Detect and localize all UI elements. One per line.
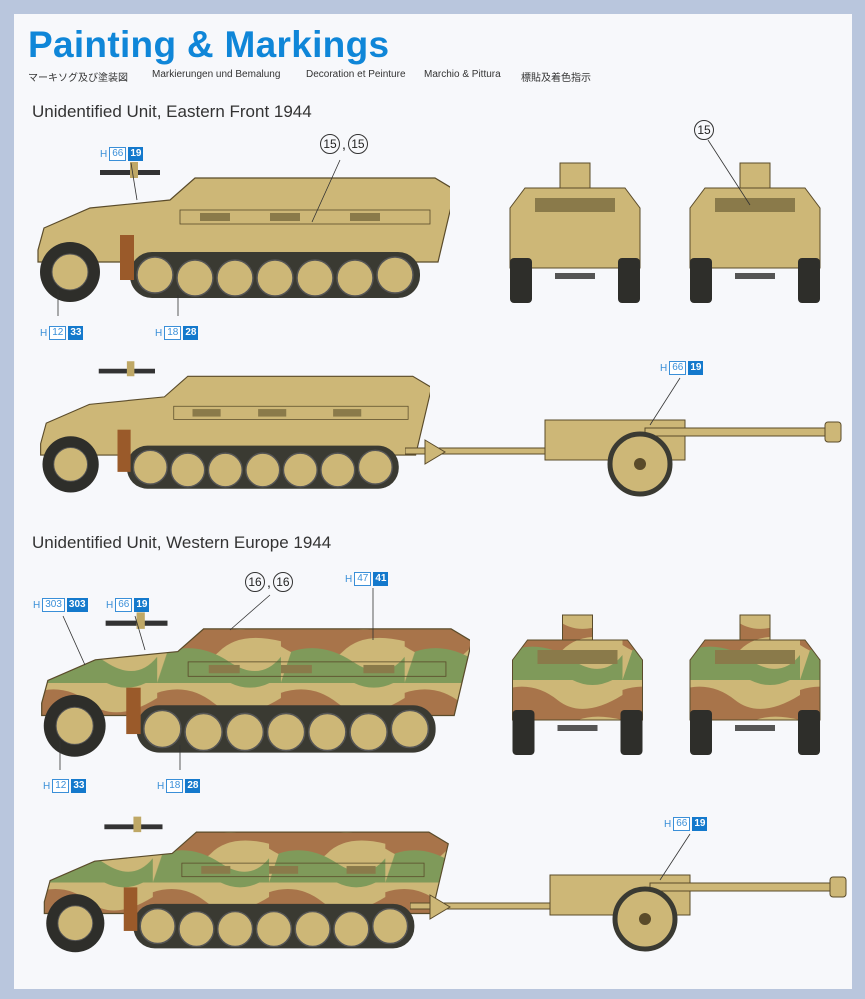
page-title: Painting & Markings xyxy=(28,24,390,65)
decal-callout: 15,15 xyxy=(320,134,368,154)
subtitle-italian: Marchio & Pittura xyxy=(424,69,501,80)
decal-callout: 16,16 xyxy=(245,572,293,592)
subtitle-german: Markierungen und Bemalung xyxy=(152,69,281,80)
halftrack-side-view-2 xyxy=(39,360,430,494)
halftrack-rear-view-1 xyxy=(689,162,821,304)
subtitle-chinese: 標貼及着色指示 xyxy=(521,73,591,84)
halftrack-side-view-4 xyxy=(43,815,450,953)
decal-callout: 15 xyxy=(694,120,714,140)
halftrack-side-view-3 xyxy=(40,611,470,758)
halftrack-side-view-1 xyxy=(37,161,450,303)
towed-gun-1 xyxy=(405,420,841,494)
subtitle-japanese: マーキソグ及び塗装図 xyxy=(28,73,128,84)
towed-gun-2 xyxy=(410,875,846,949)
section-title-western-europe: Unidentified Unit, Western Europe 1944 xyxy=(32,533,332,552)
subtitle-french: Decoration et Peinture xyxy=(306,69,406,80)
section-title-eastern-front: Unidentified Unit, Eastern Front 1944 xyxy=(32,102,312,121)
halftrack-rear-view-2 xyxy=(689,614,821,756)
halftrack-front-view-1 xyxy=(509,162,641,304)
halftrack-front-view-2 xyxy=(511,614,644,756)
